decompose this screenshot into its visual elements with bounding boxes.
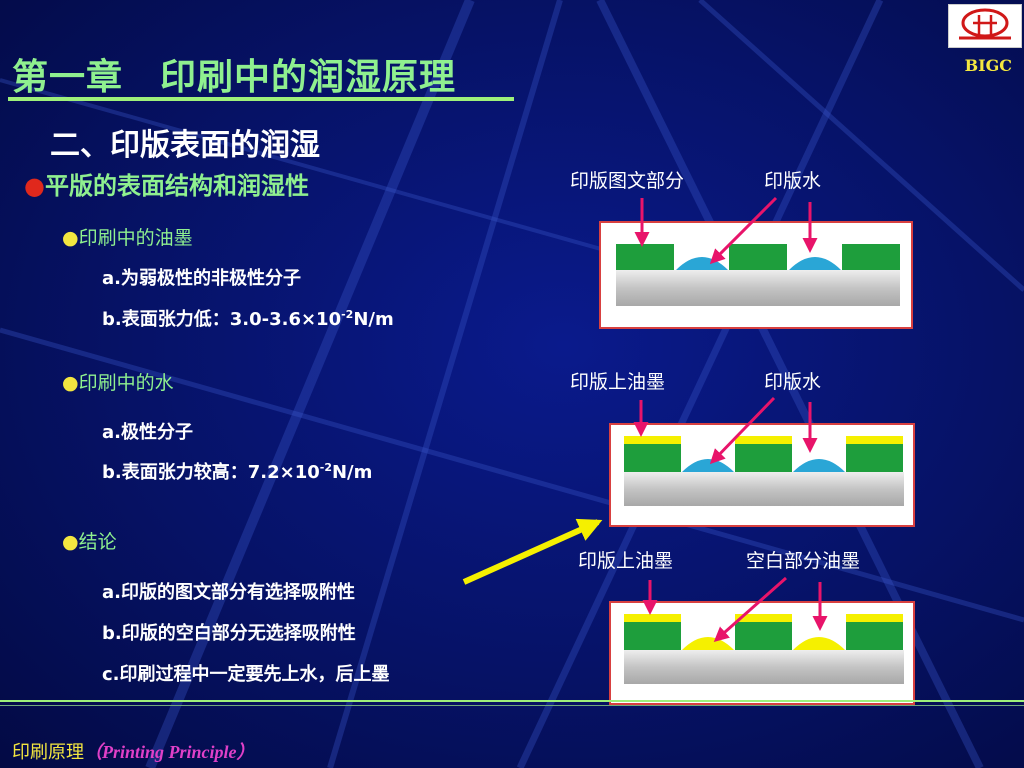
- ink-heading-text: 印刷中的油墨: [78, 227, 193, 249]
- university-seal-logo: [948, 4, 1022, 48]
- ink-item-a: a.为弱极性的非极性分子: [102, 268, 301, 289]
- diagram1-label-water: 印版水: [764, 170, 822, 192]
- footer-divider-thin: [0, 705, 1024, 706]
- diagram2-label-water: 印版水: [764, 371, 822, 393]
- ink-item-b-exponent: -2: [341, 308, 354, 321]
- title-underline: [8, 97, 514, 101]
- footer-cn: 印刷原理: [12, 742, 84, 763]
- yellow-arrow-icon: [462, 518, 603, 585]
- image-area-block: [842, 244, 900, 270]
- section-subtitle: 二、印版表面的润湿: [50, 128, 320, 163]
- diagram3-label-ink: 印版上油墨: [578, 550, 674, 572]
- main-bullet: ●平版的表面结构和润湿性: [24, 166, 309, 201]
- page-title: 第一章 印刷中的润湿原理: [12, 57, 457, 98]
- ink-droplet: [793, 637, 845, 650]
- diagram3-label-nonimage-ink: 空白部分油墨: [746, 550, 861, 572]
- ink-heading: ●印刷中的油墨: [62, 223, 193, 250]
- water-item-b: b.表面张力较高：7.2×10-2N/m: [102, 458, 372, 484]
- diagram1-label-image-area: 印版图文部分: [570, 170, 685, 192]
- image-area-block: [616, 244, 674, 270]
- arrow-icon: [709, 196, 778, 265]
- bullet-dot-icon: ●: [24, 172, 45, 200]
- bullet-dot-icon: ●: [62, 531, 79, 553]
- water-heading-text: 印刷中的水: [78, 372, 174, 394]
- arrow-icon: [709, 396, 776, 465]
- arrow-icon: [713, 576, 787, 642]
- main-bullet-text: 平版的表面结构和润湿性: [44, 172, 309, 200]
- diagram2-label-ink: 印版上油墨: [570, 371, 666, 393]
- ink-item-b-text: b.表面张力低：3.0-3.6×10: [102, 309, 342, 330]
- conclusion-heading: ●结论: [62, 527, 117, 554]
- brand-label: BIGC: [964, 56, 1012, 75]
- conclusion-item-c: c.印刷过程中一定要先上水，后上墨: [102, 664, 390, 685]
- conclusion-item-b: b.印版的空白部分无选择吸附性: [102, 623, 356, 644]
- water-droplet: [793, 459, 845, 472]
- footer-divider: [0, 700, 1024, 702]
- conclusion-item-a: a.印版的图文部分有选择吸附性: [102, 582, 355, 603]
- water-item-a: a.极性分子: [102, 422, 193, 443]
- water-item-b-text: b.表面张力较高：7.2×10: [102, 462, 320, 483]
- footer-en: （Printing Principle）: [84, 742, 255, 762]
- water-item-b-exponent: -2: [319, 461, 332, 474]
- diagram3: [609, 576, 915, 705]
- diagram2: [609, 396, 915, 527]
- ink-item-b: b.表面张力低：3.0-3.6×10-2N/m: [102, 305, 394, 331]
- water-item-b-unit: N/m: [331, 462, 373, 483]
- water-droplet: [789, 257, 841, 270]
- diagram1: [599, 196, 913, 329]
- bullet-dot-icon: ●: [62, 372, 79, 394]
- footer: 印刷原理（Printing Principle）: [12, 738, 255, 764]
- image-area-block: [729, 244, 787, 270]
- bullet-dot-icon: ●: [62, 227, 79, 249]
- ink-item-b-unit: N/m: [353, 309, 394, 330]
- conclusion-heading-text: 结论: [78, 531, 117, 553]
- water-heading: ●印刷中的水: [62, 368, 174, 395]
